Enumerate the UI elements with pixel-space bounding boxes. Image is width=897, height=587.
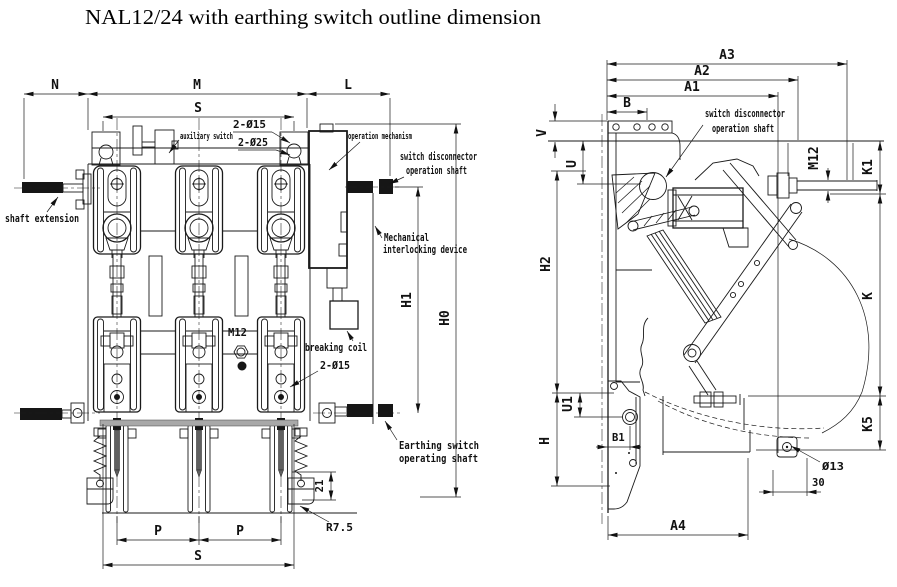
dim-label-l: L bbox=[344, 78, 352, 93]
label-hole-d13: Ø13 bbox=[821, 461, 844, 473]
left-annotations: 2-Ø15 2-Ø25 auxiliary switch operation m… bbox=[5, 119, 479, 534]
label-holes-top-large: 2-Ø25 bbox=[238, 137, 268, 149]
pole-housing-side bbox=[667, 187, 749, 248]
dim-label-b1: B1 bbox=[612, 432, 625, 444]
label-r-switch-disconnector-1: switch disconnector bbox=[705, 108, 785, 120]
label-mechanical-interlock-1: Mechanical bbox=[384, 232, 429, 244]
dim-label-h: H bbox=[538, 437, 553, 445]
right-annotations: switch disconnector operation shaft bbox=[665, 108, 785, 178]
dim-label-k: K bbox=[861, 292, 876, 300]
label-holes-top-small: 2-Ø15 bbox=[233, 119, 266, 131]
dim-label-a4: A4 bbox=[670, 519, 686, 534]
label-holes-bottom: 2-Ø15 bbox=[320, 360, 350, 372]
page-title: NAL12/24 with earthing switch outline di… bbox=[85, 5, 542, 29]
breaking-coil-box bbox=[326, 267, 359, 330]
dim-label-p2: P bbox=[236, 524, 244, 539]
dim-label-h0: H0 bbox=[438, 310, 453, 326]
label-switch-disconnector-1: switch disconnector bbox=[400, 151, 477, 163]
top-frame bbox=[87, 131, 311, 421]
label-earthing-1: Earthing switch bbox=[399, 440, 479, 452]
operation-mechanism-box bbox=[308, 123, 348, 269]
side-frame bbox=[548, 114, 884, 524]
dim-label-v: V bbox=[535, 129, 550, 137]
blade-travel-arc bbox=[644, 238, 870, 439]
earthing-shaft-left bbox=[14, 402, 100, 424]
label-earthing-2: operating shaft bbox=[399, 453, 478, 465]
insulator-band bbox=[646, 229, 722, 324]
d13-plate bbox=[776, 436, 798, 458]
auxiliary-switch-block bbox=[132, 125, 179, 165]
dim-label-30: 30 bbox=[812, 477, 825, 489]
dim-label-u1: U1 bbox=[561, 396, 576, 412]
bottom-bracket bbox=[662, 391, 751, 455]
dim-label-s-bottom: S bbox=[194, 549, 202, 564]
right-dimensions: A3 A2 A1 B V U H2 U1 H bbox=[535, 48, 886, 540]
earthing-shaft-right bbox=[313, 402, 400, 424]
label-switch-disconnector-2: operation shaft bbox=[406, 165, 467, 177]
label-thread-m12: M12 bbox=[228, 327, 247, 339]
m12-stud bbox=[767, 143, 878, 199]
left-view: N M L S H1 H0 21 bbox=[5, 78, 479, 569]
operating-arm bbox=[683, 202, 803, 396]
dim-label-m12-stud: M12 bbox=[807, 146, 822, 169]
shaft-and-bracket bbox=[611, 172, 700, 232]
dim-label-p1: P bbox=[154, 524, 162, 539]
label-mechanical-interlock-2: interlocking device bbox=[383, 244, 467, 256]
label-radius-r75: R7.5 bbox=[326, 522, 353, 534]
dim-label-a1: A1 bbox=[684, 80, 700, 95]
lower-bracket-plate bbox=[608, 380, 641, 510]
m12-nut bbox=[233, 345, 249, 371]
dim-label-21: 21 bbox=[314, 480, 326, 493]
dim-label-s-top: S bbox=[194, 101, 202, 116]
dim-label-m: M bbox=[193, 78, 201, 93]
label-breaking-coil: breaking coil bbox=[305, 342, 367, 354]
main-shaft-left bbox=[14, 169, 100, 210]
label-shaft-extension: shaft extension bbox=[5, 213, 79, 225]
disconnector-shaft bbox=[345, 179, 400, 194]
label-auxiliary-switch: auxiliary switch bbox=[180, 131, 233, 142]
dim-label-n: N bbox=[51, 78, 59, 93]
dim-label-a2: A2 bbox=[694, 64, 710, 79]
left-dimensions: N M L S H1 H0 21 bbox=[23, 78, 461, 569]
dim-label-b: B bbox=[623, 96, 631, 111]
label-operation-mechanism: operation mechanism bbox=[348, 131, 412, 142]
dim-label-u: U bbox=[565, 160, 580, 168]
dim-label-h1: H1 bbox=[400, 292, 415, 308]
label-r-switch-disconnector-2: operation shaft bbox=[712, 123, 774, 135]
earthing-drive-bar bbox=[99, 419, 299, 427]
right-view: A3 A2 A1 B V U H2 U1 H bbox=[535, 48, 886, 540]
frame-channels bbox=[141, 230, 257, 355]
dim-label-h2: H2 bbox=[539, 256, 554, 272]
dim-label-k5: K5 bbox=[861, 416, 876, 432]
dim-label-k1: K1 bbox=[861, 159, 876, 175]
dim-label-a3: A3 bbox=[719, 48, 735, 63]
